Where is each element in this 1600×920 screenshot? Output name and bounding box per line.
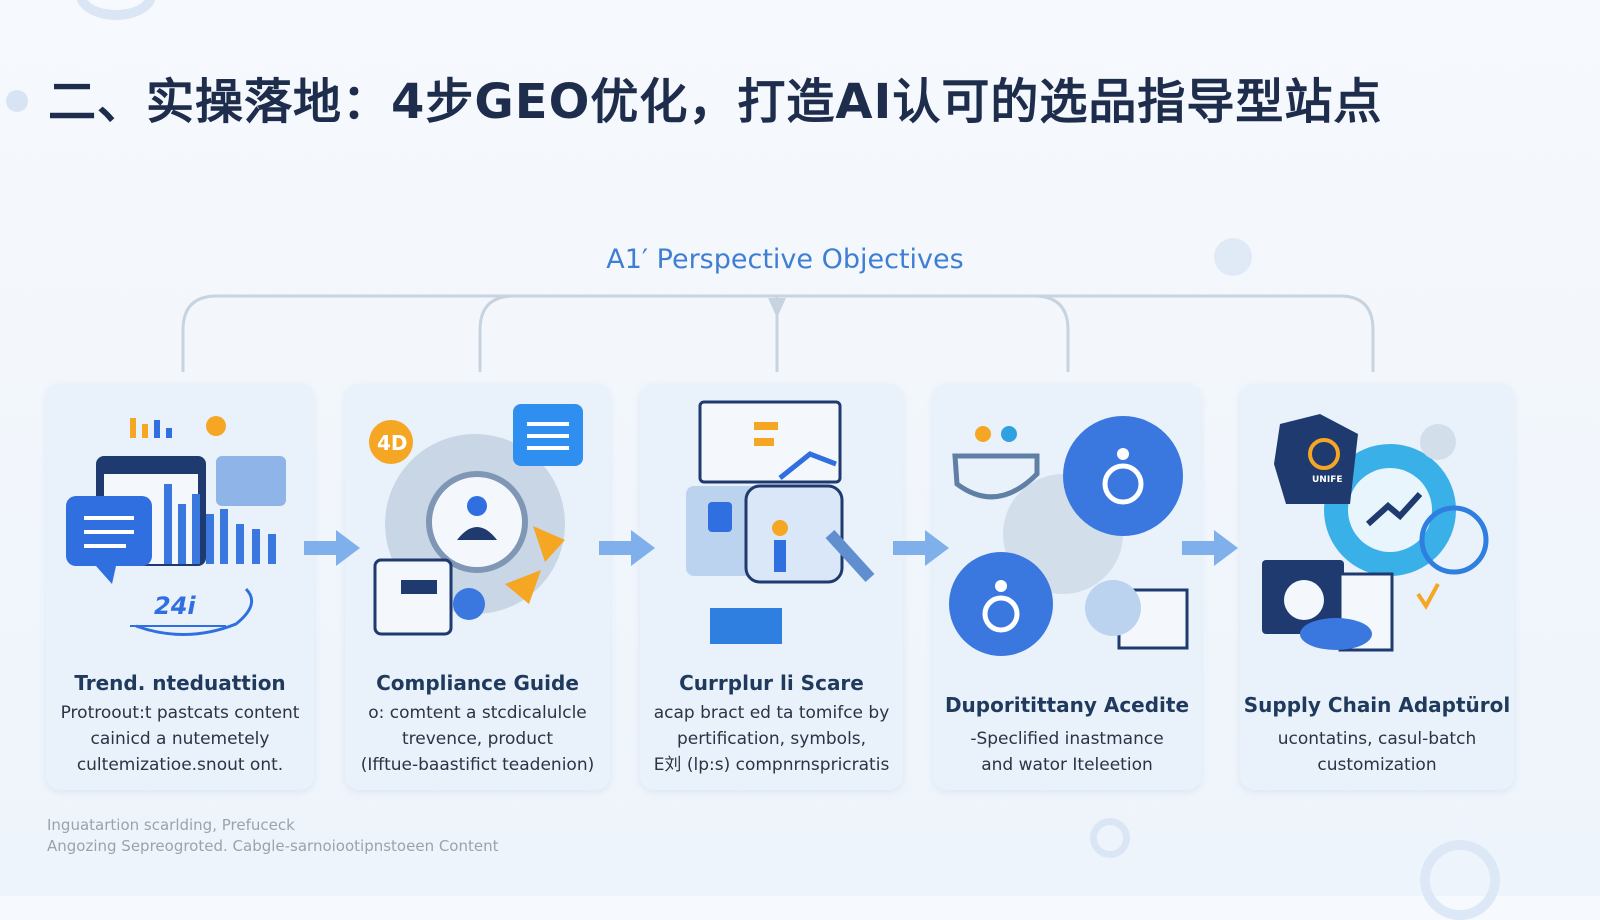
desc-line: (Ifftue-baastifict teadenion) xyxy=(360,755,595,775)
desc-line: pertification, symbols, xyxy=(676,729,867,749)
step-card-compliance: 4D Compliance Guide o: comtent a stcdica… xyxy=(345,384,610,790)
diagram-subtitle: A1′ Perspective Objectives xyxy=(606,244,964,275)
page-title: 二、实操落地：4步GEO优化，打造AI认可的选品指导型站点 xyxy=(48,74,1383,130)
step-card-trend: 24i Trend. nteduattion Protroout:t pastc… xyxy=(46,384,314,790)
card-description: acap bract ed ta tomifce by pertificatio… xyxy=(640,700,903,778)
decorative-circle xyxy=(1214,238,1252,276)
arrow-right-icon xyxy=(1182,530,1238,566)
arrow-right-icon xyxy=(599,530,655,566)
card-title: Currplur li Scare xyxy=(679,671,864,695)
card-description: ucontatins, casul-batch customization xyxy=(1240,726,1514,778)
card-description: Protroout:t pastcats content cainicd a n… xyxy=(46,700,314,778)
user-badges-icon xyxy=(949,416,1189,656)
connector-bracket xyxy=(181,294,1375,372)
chart-chat-icon xyxy=(66,416,286,637)
footer-note: Angozing Sepreogroted. Cabgle-sarnoiooti… xyxy=(47,837,499,855)
step-card-acedite: Duporitittany Acedite -Speclified inastm… xyxy=(933,384,1201,790)
step-card-supply-chain: UNIFE Supply Chain Adaptürol ucontatins,… xyxy=(1240,384,1514,790)
desc-line: and wator Iteleetion xyxy=(981,755,1153,775)
documents-tools-icon xyxy=(686,400,875,644)
icon-label: UNIFE xyxy=(1312,475,1343,485)
desc-line: o: comtent a stcdicalulcle xyxy=(368,703,587,723)
icon-label: 4D xyxy=(377,431,408,455)
supply-chain-icon xyxy=(1262,414,1489,652)
decorative-ring xyxy=(1090,818,1130,858)
desc-line: Protroout:t pastcats content xyxy=(60,703,300,723)
card-title: Compliance Guide xyxy=(376,671,579,695)
desc-line: cainicd a nutemetely xyxy=(90,729,270,749)
decorative-dot xyxy=(6,90,28,112)
desc-line: E刘 (lp:s) compnrnspricratis xyxy=(653,755,890,775)
step-card-scare: Currplur li Scare acap bract ed ta tomif… xyxy=(640,384,903,790)
card-title: Supply Chain Adaptürol xyxy=(1243,693,1511,717)
gear-user-icon xyxy=(369,404,583,636)
desc-line: -Speclified inastmance xyxy=(970,729,1164,749)
desc-line: trevence, product xyxy=(401,729,554,749)
card-description: -Speclified inastmance and wator Iteleet… xyxy=(933,726,1201,778)
arrow-right-icon xyxy=(304,530,360,566)
decorative-ring xyxy=(1420,840,1500,920)
card-title: Trend. nteduattion xyxy=(74,671,286,695)
card-description: o: comtent a stcdicalulcle trevence, pro… xyxy=(345,700,610,778)
footer-note: Inguatartion scarlding, Prefuceck xyxy=(47,816,295,834)
arrow-right-icon xyxy=(893,530,949,566)
icon-label: 24i xyxy=(154,592,196,620)
desc-line: ucontatins, casul-batch xyxy=(1277,729,1477,749)
desc-line: cultemizatioe.snout ont. xyxy=(76,755,284,775)
card-title: Duporitittany Acedite xyxy=(944,693,1190,717)
desc-line: acap bract ed ta tomifce by xyxy=(653,703,890,723)
desc-line: customization xyxy=(1317,755,1437,775)
